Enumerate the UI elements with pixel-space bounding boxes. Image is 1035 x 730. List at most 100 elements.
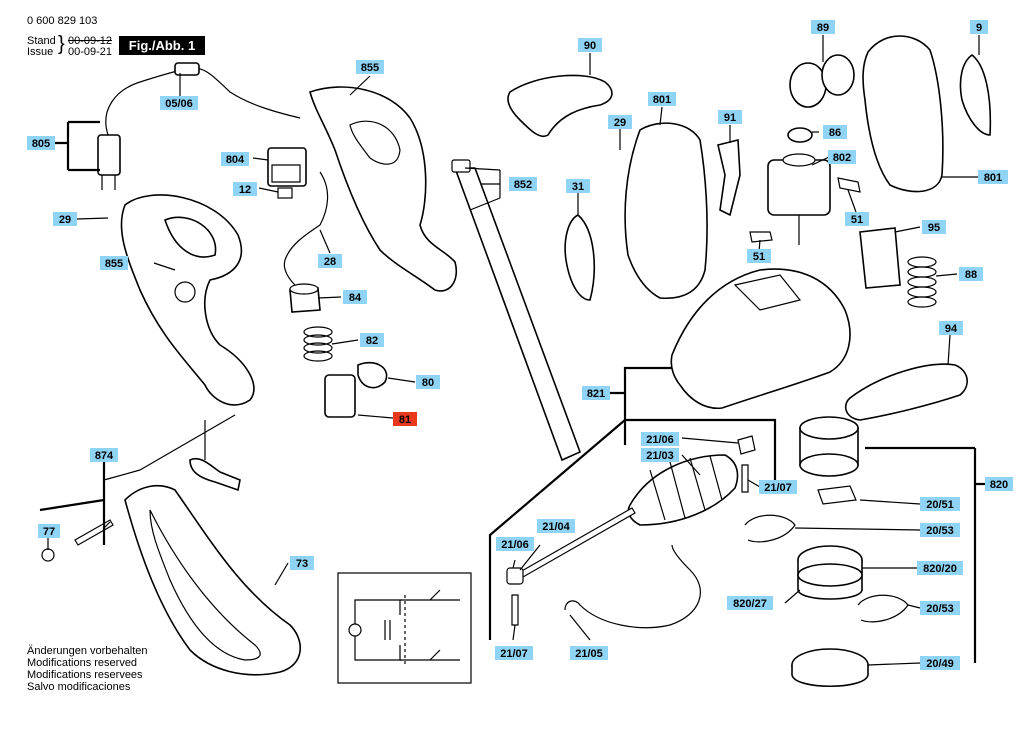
contact-part [277, 187, 293, 199]
svg-text:94: 94 [945, 323, 958, 335]
parts-drawings [41, 35, 992, 687]
svg-text:821: 821 [587, 388, 605, 400]
callout-91: 91 [718, 110, 742, 124]
svg-text:29: 29 [614, 117, 626, 129]
callout-labels: 805 05/06 855 804 12 29 28 855 84 82 80 … [27, 20, 1013, 670]
fan-cover [859, 227, 901, 289]
svg-text:21/06: 21/06 [646, 434, 674, 446]
svg-text:29: 29 [59, 214, 71, 226]
shaft-tube [453, 167, 582, 462]
cover-plate [564, 214, 595, 301]
svg-text:73: 73 [296, 558, 308, 570]
svg-text:21/07: 21/07 [500, 648, 528, 660]
callout-29-left: 29 [53, 212, 77, 226]
locking-button [324, 374, 356, 418]
svg-text:20/53: 20/53 [926, 525, 954, 537]
svg-text:21/04: 21/04 [542, 521, 570, 533]
note-de: Änderungen vorbehalten [27, 645, 148, 657]
callout-820: 820 [985, 477, 1013, 491]
carbon-brush-lower [749, 231, 773, 243]
callout-05-06: 05/06 [160, 96, 198, 110]
motor-housing-right [862, 35, 944, 193]
callout-82: 82 [360, 333, 384, 347]
callout-804: 804 [221, 152, 249, 166]
ring [41, 548, 55, 562]
callout-84: 84 [343, 290, 367, 304]
callout-12: 12 [233, 182, 257, 196]
handle-half-right [309, 86, 457, 292]
callout-21-06-lower: 21/06 [496, 537, 534, 551]
callout-77: 77 [38, 524, 60, 538]
screw-upper [741, 464, 749, 493]
svg-text:21/06: 21/06 [501, 539, 529, 551]
edge-guard [124, 484, 302, 676]
callout-81-highlighted: 81 [393, 412, 417, 426]
callout-805: 805 [27, 136, 55, 150]
svg-text:82: 82 [366, 335, 378, 347]
issue-date: 00-09-21 [68, 46, 113, 58]
svg-text:820/27: 820/27 [733, 598, 767, 610]
svg-text:21/05: 21/05 [575, 648, 603, 660]
svg-text:77: 77 [43, 526, 55, 538]
svg-text:874: 874 [95, 450, 114, 462]
callout-29-middle: 29 [608, 115, 632, 129]
leader-lines [39, 35, 985, 666]
svg-text:51: 51 [851, 214, 863, 226]
wire-holder [717, 138, 741, 217]
spool-cap [791, 648, 869, 687]
callout-21-06-upper: 21/06 [641, 432, 679, 446]
callout-73: 73 [290, 556, 314, 570]
svg-text:12: 12 [239, 184, 251, 196]
svg-text:9: 9 [976, 22, 982, 34]
bushing-lower [506, 567, 524, 585]
callout-21-05: 21/05 [570, 646, 608, 660]
callout-820-20: 820/20 [917, 561, 963, 575]
svg-text:20/51: 20/51 [926, 499, 954, 511]
plug-connector [97, 134, 121, 176]
svg-text:820: 820 [990, 479, 1008, 491]
callout-80: 80 [416, 375, 440, 389]
svg-text:805: 805 [32, 138, 50, 150]
callout-86: 86 [823, 125, 847, 139]
modification-notes: Änderungen vorbehalten Modifications res… [27, 645, 147, 693]
cable-clamp [174, 62, 200, 76]
svg-text:20/53: 20/53 [926, 603, 954, 615]
callout-20-51: 20/51 [920, 497, 960, 511]
svg-text:21/07: 21/07 [764, 482, 792, 494]
power-cable [105, 67, 301, 136]
fan-wheel [907, 256, 937, 308]
svg-text:81: 81 [399, 414, 411, 426]
callout-51-upper: 51 [845, 212, 869, 226]
callout-95: 95 [922, 220, 946, 234]
bushing-upper [737, 435, 756, 455]
screw-lower [511, 594, 519, 626]
callout-855-left-half: 855 [100, 256, 128, 270]
svg-text:84: 84 [349, 292, 362, 304]
callout-88: 88 [959, 267, 983, 281]
bracket-lever [189, 457, 241, 492]
svg-text:855: 855 [105, 258, 123, 270]
svg-text:91: 91 [724, 112, 736, 124]
svg-text:89: 89 [817, 22, 829, 34]
callout-821: 821 [582, 386, 610, 400]
spring [303, 326, 333, 362]
circuit-schematic [337, 572, 472, 684]
svg-text:90: 90 [584, 40, 596, 52]
bearing-set [789, 62, 827, 108]
callout-20-53-lower: 20/53 [920, 601, 960, 615]
svg-text:31: 31 [572, 181, 584, 193]
svg-text:804: 804 [226, 154, 245, 166]
clip-upper [744, 514, 796, 543]
carbon-brush-upper [837, 177, 861, 193]
motor-housing-left [624, 122, 708, 299]
handle-bar [844, 363, 968, 421]
callout-874: 874 [90, 448, 118, 462]
callout-855-right-half: 855 [356, 60, 384, 74]
svg-text:801: 801 [984, 172, 1002, 184]
figure-badge: Fig./Abb. 1 [119, 36, 205, 55]
stand-label: Stand [27, 35, 56, 47]
auxiliary-grip [507, 74, 613, 138]
svg-text:05/06: 05/06 [165, 98, 193, 110]
svg-text:86: 86 [829, 127, 841, 139]
